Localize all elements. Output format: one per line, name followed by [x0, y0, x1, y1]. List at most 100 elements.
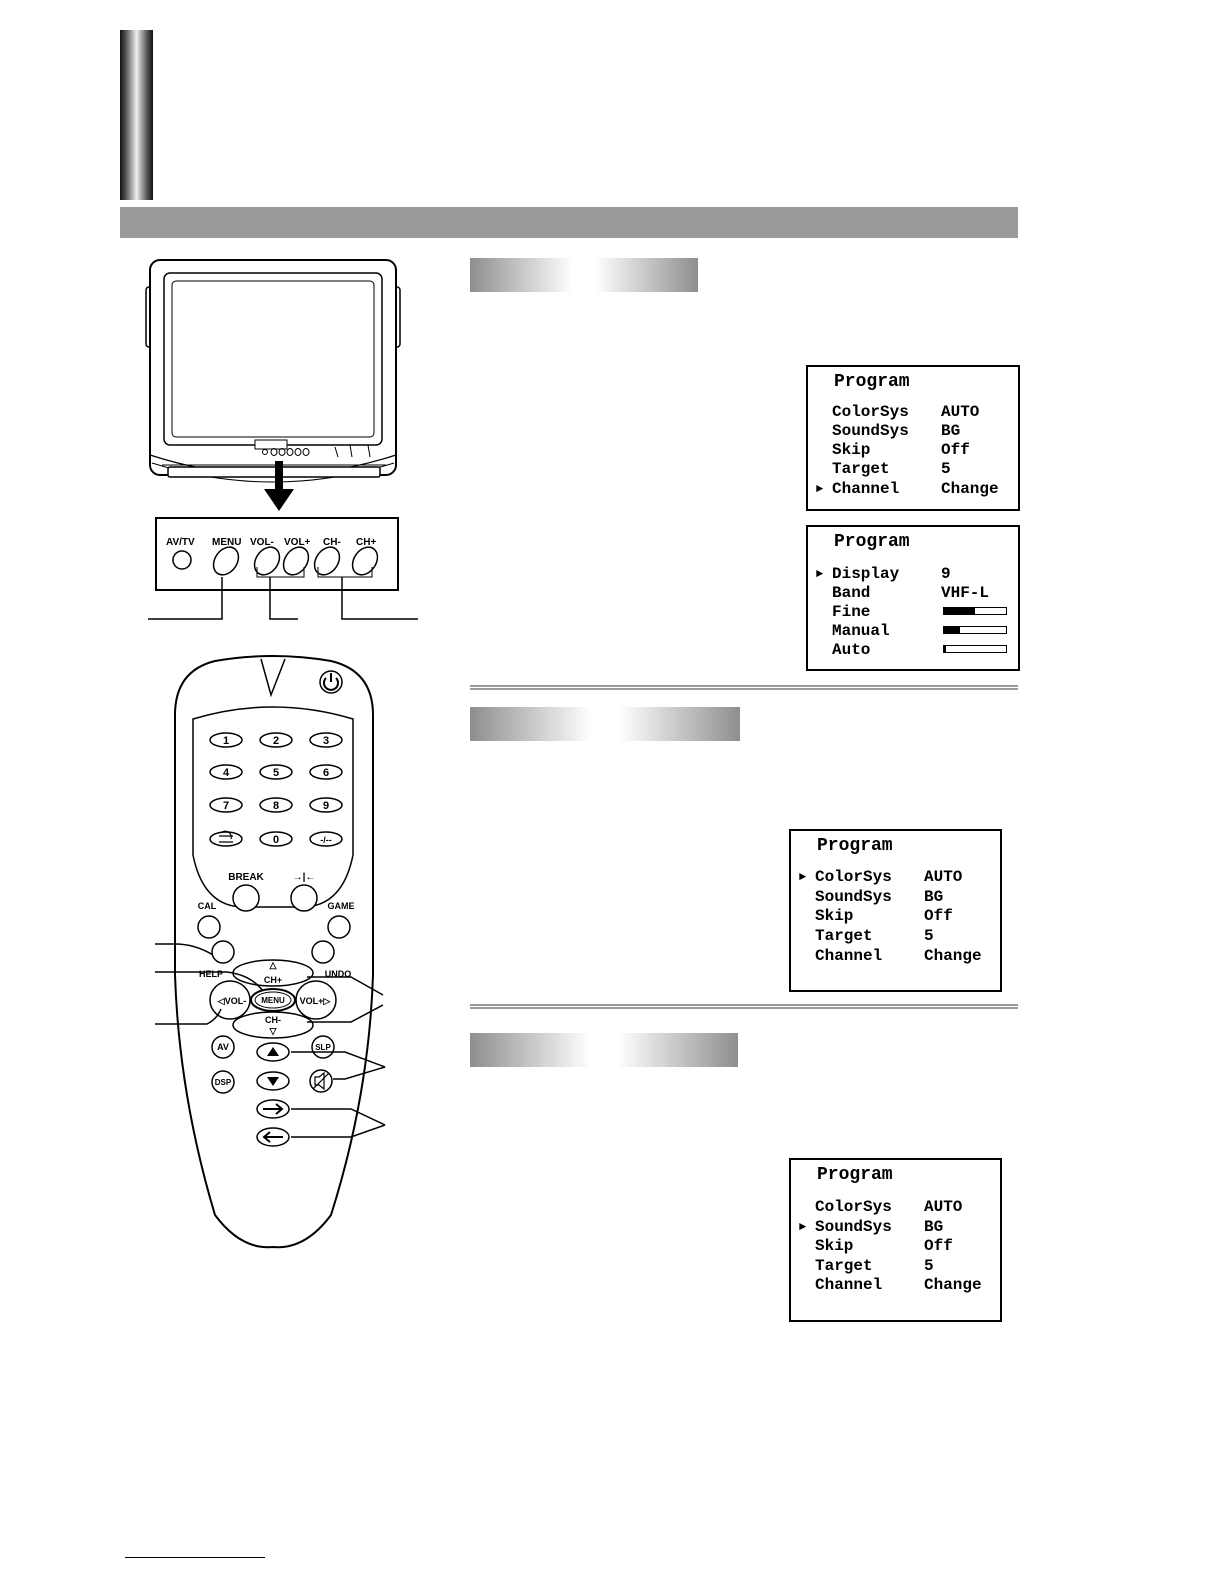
- key-0: 0: [259, 831, 293, 847]
- svg-text:CAL: CAL: [198, 901, 217, 911]
- number-keypad: 1 2 3 4 5 6 7 8 9 0 -/--: [209, 732, 343, 847]
- key-6: 6: [309, 764, 343, 780]
- menu-key-label: MENU: [261, 996, 285, 1005]
- footnote-rule: [125, 1557, 265, 1558]
- svg-text:AV: AV: [217, 1042, 229, 1052]
- remote-control: 1 2 3 4 5 6 7 8 9 0 -/-- BREAK →|← CAL G…: [174, 655, 374, 1249]
- cursor-arrow-icon: ►: [799, 870, 807, 884]
- right-arrow-button: [256, 1099, 290, 1119]
- svg-text:9: 9: [323, 800, 329, 812]
- vol-plus-key-label: VOL+▷: [300, 996, 332, 1006]
- ch-plus-label: CH+: [356, 537, 376, 548]
- section-tab-1: [470, 258, 698, 292]
- tv-illustration: AV/TV MENU VOL- VOL+ CH- CH+: [145, 259, 418, 620]
- chapter-side-bar: [120, 30, 153, 200]
- right-arrow-icon: [263, 1103, 284, 1115]
- front-control-panel: AV/TV MENU VOL- VOL+ CH- CH+: [148, 517, 418, 620]
- up-arrow-icon: [267, 1047, 279, 1056]
- osd-row-auto: Auto: [808, 640, 1018, 660]
- vol-minus-label: VOL-: [250, 537, 274, 548]
- svg-text:2: 2: [273, 735, 279, 747]
- av-tv-label: AV/TV: [166, 537, 195, 548]
- key-2: 2: [259, 732, 293, 748]
- down-button: [256, 1071, 290, 1091]
- key-8: 8: [259, 797, 293, 813]
- svg-text:6: 6: [323, 767, 329, 779]
- svg-text:UNDO: UNDO: [325, 969, 352, 979]
- remote-illustration: 1 2 3 4 5 6 7 8 9 0 -/-- BREAK →|← CAL G…: [155, 655, 386, 1249]
- svg-text:BREAK: BREAK: [228, 872, 264, 883]
- undo-button: UNDO: [311, 940, 352, 979]
- ch-minus-label: CH-: [323, 537, 341, 548]
- cal-button: CAL: [197, 901, 221, 939]
- arrow-down-icon: [264, 461, 294, 511]
- svg-text:7: 7: [223, 800, 229, 812]
- vol-plus-label: VOL+: [284, 537, 311, 548]
- osd-title: Program: [817, 836, 893, 856]
- key-9: 9: [309, 797, 343, 813]
- svg-text:→|←: →|←: [293, 872, 316, 883]
- tv-set: [145, 259, 401, 483]
- left-arrow-button: [256, 1127, 290, 1147]
- vol-minus-key-label: ◁VOL-: [217, 996, 246, 1006]
- front-led-buttons: [262, 448, 310, 456]
- cursor-arrow-icon: ►: [799, 1220, 807, 1234]
- svg-text:-/--: -/--: [320, 835, 332, 845]
- manual-level-bar: [943, 626, 1007, 634]
- triangle-down-icon: ▽: [269, 1026, 278, 1036]
- up-button: [256, 1042, 290, 1062]
- ch-plus-key-label: CH+: [264, 975, 282, 985]
- left-arrow-icon: [262, 1131, 283, 1143]
- svg-text:0: 0: [273, 834, 279, 846]
- mute-button: [309, 1069, 333, 1093]
- section-tab-3: [470, 1033, 738, 1067]
- av-button: AV: [211, 1035, 235, 1059]
- osd-row-fine: Fine: [808, 602, 1018, 622]
- menu-label: MENU: [212, 537, 241, 548]
- hold-button: →|←: [290, 872, 318, 912]
- svg-text:HELP: HELP: [199, 969, 223, 979]
- fine-level-bar: [943, 607, 1007, 615]
- cursor-arrow-icon: ►: [816, 567, 824, 581]
- game-button: GAME: [327, 901, 355, 939]
- down-arrow-icon: [267, 1077, 279, 1086]
- dsp-button: DSP: [211, 1070, 235, 1094]
- cursor-arrow-icon: ►: [816, 482, 824, 496]
- key-5: 5: [259, 764, 293, 780]
- osd-title: Program: [817, 1165, 893, 1185]
- svg-text:8: 8: [273, 800, 279, 812]
- header-band: [120, 207, 1018, 238]
- osd-title: Program: [834, 372, 910, 392]
- svg-text:1: 1: [223, 735, 229, 747]
- triangle-up-icon: △: [269, 960, 278, 970]
- break-button: BREAK: [228, 872, 265, 912]
- svg-text:DSP: DSP: [215, 1078, 232, 1087]
- svg-text:SLP: SLP: [315, 1043, 331, 1052]
- svg-text:4: 4: [223, 767, 230, 779]
- slp-button: SLP: [311, 1035, 335, 1059]
- ch-minus-key-label: CH-: [265, 1015, 281, 1025]
- key-4: 4: [209, 764, 243, 780]
- key-3: 3: [309, 732, 343, 748]
- section-divider-1: [470, 685, 1018, 690]
- key-1: 1: [209, 732, 243, 748]
- callout-lines: [155, 943, 386, 1138]
- svg-text:5: 5: [273, 767, 279, 779]
- section-tab-2: [470, 707, 740, 741]
